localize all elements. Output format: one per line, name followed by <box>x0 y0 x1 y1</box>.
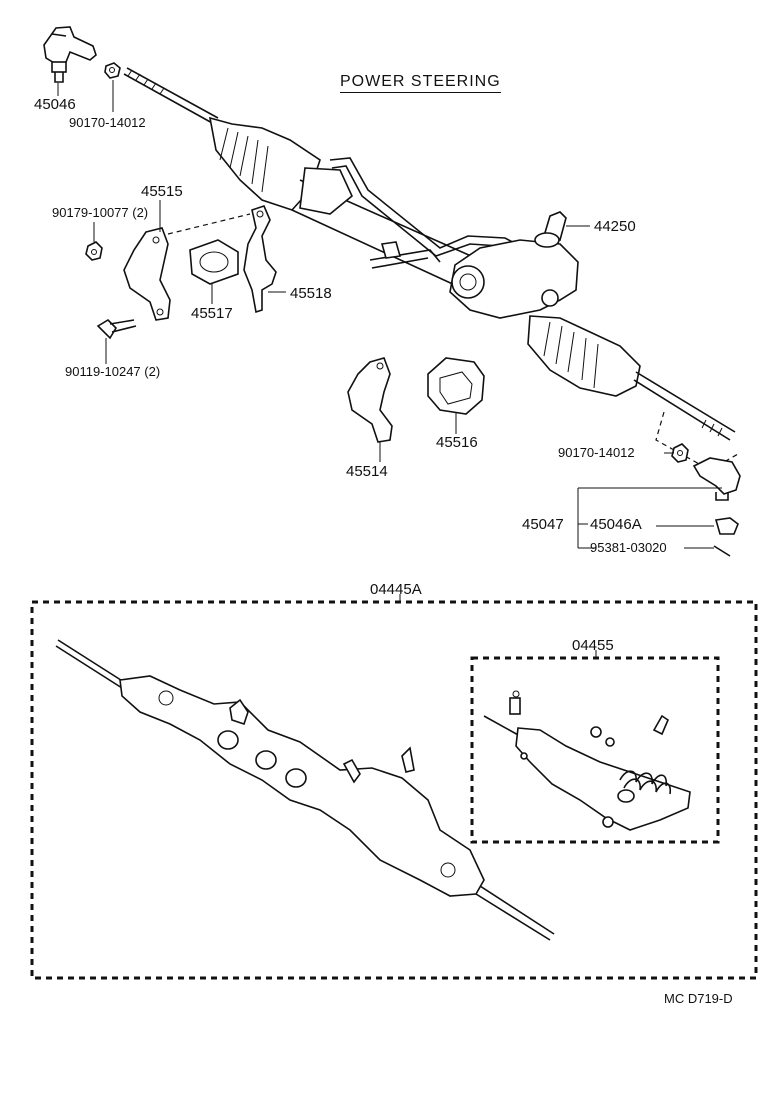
grommet-45516 <box>427 357 485 415</box>
kit-outer-drawing <box>55 639 555 941</box>
label-45515: 45515 <box>141 183 183 200</box>
dashed-link <box>167 213 251 235</box>
label-45046A: 45046A <box>590 516 642 533</box>
label-44250: 44250 <box>594 218 636 235</box>
group-bracket-45047 <box>577 487 722 549</box>
label-nut-right: 90170-14012 <box>558 445 635 460</box>
label-45517: 45517 <box>191 305 233 322</box>
label-45047: 45047 <box>522 516 564 533</box>
label-45514: 45514 <box>346 463 388 480</box>
label-nut-left: 90170-14012 <box>69 115 146 130</box>
label-45518: 45518 <box>290 285 332 302</box>
steering-rack <box>123 67 739 471</box>
bolt <box>96 318 137 340</box>
diagram-title: POWER STEERING <box>340 74 501 93</box>
label-45046: 45046 <box>34 96 76 113</box>
nut-bracket <box>85 241 103 261</box>
label-bolt: 90119-10247 (2) <box>65 364 161 379</box>
label-04445A: 04445A <box>370 581 422 598</box>
footer-code: MC D719-D <box>664 991 733 1006</box>
kit-inner-drawing <box>483 690 691 831</box>
kit-box-inner <box>470 656 720 844</box>
label-04455: 04455 <box>572 637 614 654</box>
bracket-45515 <box>123 227 171 321</box>
bushing-45517 <box>189 239 239 285</box>
nut-left <box>104 62 121 79</box>
tie-rod-end-right <box>692 457 741 501</box>
kit-box-outer <box>30 600 758 980</box>
cotter-pin <box>713 545 731 557</box>
label-nut-bracket: 90179-10077 (2) <box>52 205 149 220</box>
bracket-45514 <box>347 357 393 443</box>
label-cotter-pin: 95381-03020 <box>590 540 667 555</box>
nut-right <box>671 443 689 463</box>
bracket-45518 <box>243 205 277 314</box>
tie-rod-end-left <box>43 26 97 83</box>
castle-nut <box>714 517 739 535</box>
label-45516: 45516 <box>436 434 478 451</box>
